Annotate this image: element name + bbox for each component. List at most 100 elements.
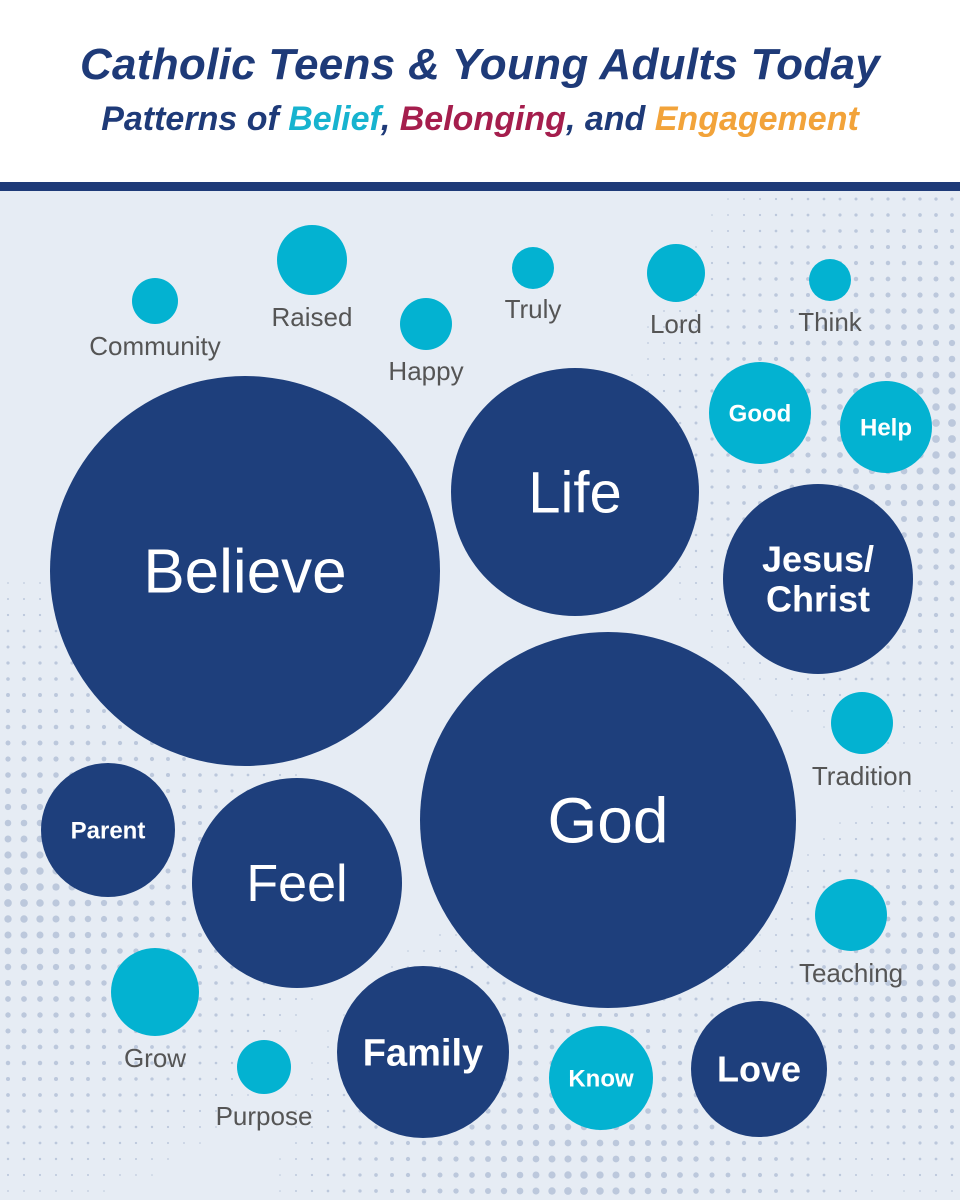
pattern-dot xyxy=(758,309,762,313)
pattern-dot xyxy=(453,1188,459,1194)
pattern-dot xyxy=(439,950,441,952)
pattern-dot xyxy=(870,837,874,841)
pattern-dot xyxy=(886,1141,890,1145)
pattern-dot xyxy=(54,645,58,649)
pattern-dot xyxy=(181,916,187,922)
pattern-dot xyxy=(85,1012,91,1018)
pattern-dot xyxy=(806,997,810,1001)
pattern-dot xyxy=(37,1060,43,1066)
pattern-dot xyxy=(726,965,730,969)
pattern-dot xyxy=(933,1108,939,1114)
pattern-dot xyxy=(165,932,171,938)
pattern-dot xyxy=(677,1172,683,1178)
pattern-dot xyxy=(342,1141,346,1145)
pattern-dot xyxy=(37,708,43,714)
pattern-dot xyxy=(886,869,890,873)
pattern-dot xyxy=(517,1124,523,1130)
pattern-dot xyxy=(918,661,922,665)
pattern-dot xyxy=(790,981,794,985)
pattern-dot xyxy=(775,918,777,920)
pattern-dot xyxy=(948,387,956,395)
pattern-dot xyxy=(36,915,44,923)
pattern-dot xyxy=(950,1141,954,1145)
pattern-dot xyxy=(757,468,763,474)
pattern-dot xyxy=(822,245,826,249)
pattern-dot xyxy=(262,997,266,1001)
pattern-dot xyxy=(214,981,218,985)
pattern-dot xyxy=(69,724,75,730)
pattern-dot xyxy=(214,789,218,793)
pattern-dot xyxy=(870,1109,874,1113)
pattern-dot xyxy=(854,1093,858,1097)
pattern-dot xyxy=(6,693,10,697)
pattern-dot xyxy=(789,324,795,330)
pattern-dot xyxy=(885,260,891,266)
pattern-dot xyxy=(710,517,714,521)
pattern-dot xyxy=(917,1044,923,1050)
pattern-dot xyxy=(806,197,810,201)
pattern-dot xyxy=(580,1187,588,1195)
pattern-dot xyxy=(789,356,795,362)
pattern-dot xyxy=(612,1171,620,1179)
pattern-dot xyxy=(855,822,857,824)
pattern-dot xyxy=(181,868,187,874)
pattern-dot xyxy=(806,869,810,873)
pattern-dot xyxy=(917,580,923,586)
pattern-dot xyxy=(933,244,939,250)
pattern-dot xyxy=(918,837,922,841)
pattern-dot xyxy=(548,1123,556,1131)
subtitle-belief: Belief xyxy=(288,100,381,138)
pattern-dot xyxy=(694,437,698,441)
pattern-dot xyxy=(214,997,218,1001)
pattern-dot xyxy=(917,612,923,618)
pattern-dot xyxy=(853,324,859,330)
pattern-dot xyxy=(695,614,697,616)
pattern-dot xyxy=(774,1189,778,1193)
pattern-dot xyxy=(838,1173,842,1177)
pattern-dot xyxy=(710,597,714,601)
pattern-dot xyxy=(821,468,827,474)
pattern-dot xyxy=(548,1155,556,1163)
pattern-dot xyxy=(165,868,171,874)
pattern-dot xyxy=(678,997,682,1001)
pattern-dot xyxy=(279,1030,281,1032)
pattern-dot xyxy=(742,341,746,345)
pattern-dot xyxy=(902,661,906,665)
pattern-dot xyxy=(117,900,123,906)
pattern-dot xyxy=(660,1171,668,1179)
pattern-dot xyxy=(295,1142,297,1144)
pattern-dot xyxy=(935,742,937,744)
pattern-dot xyxy=(918,213,922,217)
pattern-dot xyxy=(726,245,730,249)
pattern-dot xyxy=(5,708,11,714)
pattern-dot xyxy=(165,900,171,906)
pattern-dot xyxy=(23,598,25,600)
bubble-circle-truly xyxy=(512,247,554,289)
pattern-dot xyxy=(165,788,171,794)
pattern-dot xyxy=(661,1108,667,1114)
pattern-dot xyxy=(757,1188,763,1194)
bubble-purpose: Purpose xyxy=(216,1040,312,1131)
pattern-dot xyxy=(645,1028,651,1034)
pattern-dot xyxy=(342,1189,346,1193)
pattern-dot xyxy=(20,835,28,843)
pattern-dot xyxy=(310,1157,314,1161)
pattern-dot xyxy=(725,1140,731,1146)
pattern-dot xyxy=(917,244,923,250)
pattern-dot xyxy=(86,1157,90,1161)
bubble-jesus-christ: Jesus/Christ xyxy=(723,484,913,674)
pattern-dot xyxy=(742,293,746,297)
pattern-dot xyxy=(86,1109,90,1113)
pattern-dot xyxy=(231,1110,233,1112)
pattern-dot xyxy=(68,963,76,971)
pattern-dot xyxy=(22,613,26,617)
pattern-dot xyxy=(950,661,954,665)
pattern-dot xyxy=(870,245,874,249)
pattern-dot xyxy=(948,355,956,363)
pattern-dot xyxy=(822,1173,826,1177)
pattern-dot xyxy=(52,947,60,955)
pattern-dot xyxy=(948,1027,956,1035)
pattern-dot xyxy=(822,197,826,201)
pattern-dot xyxy=(901,900,907,906)
pattern-dot xyxy=(806,933,810,937)
